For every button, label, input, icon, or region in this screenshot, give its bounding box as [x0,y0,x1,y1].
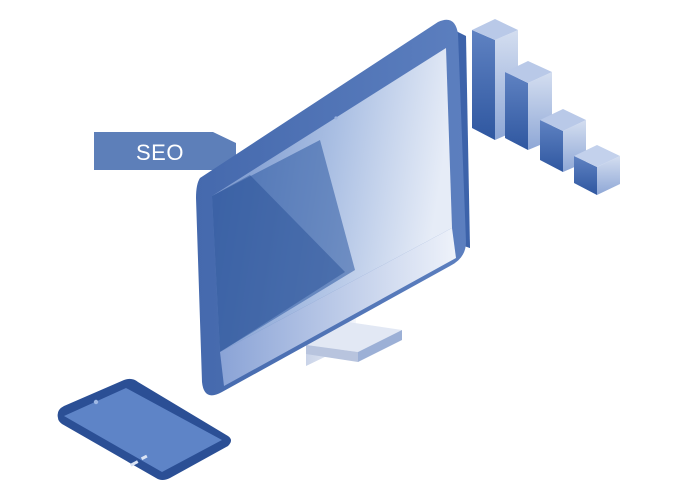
seo-label: SEO [136,140,184,165]
tablet-icon [57,378,231,480]
seo-tag-icon: SEO [94,132,236,170]
bar-chart-icon [472,19,620,195]
camera-dot [334,116,338,120]
tablet-button [140,454,148,461]
bar-column-2 [505,61,552,150]
tablet-button [129,460,139,467]
bar-column-4 [574,145,620,195]
tablet-camera [93,399,99,405]
desktop-monitor-icon [196,19,470,396]
